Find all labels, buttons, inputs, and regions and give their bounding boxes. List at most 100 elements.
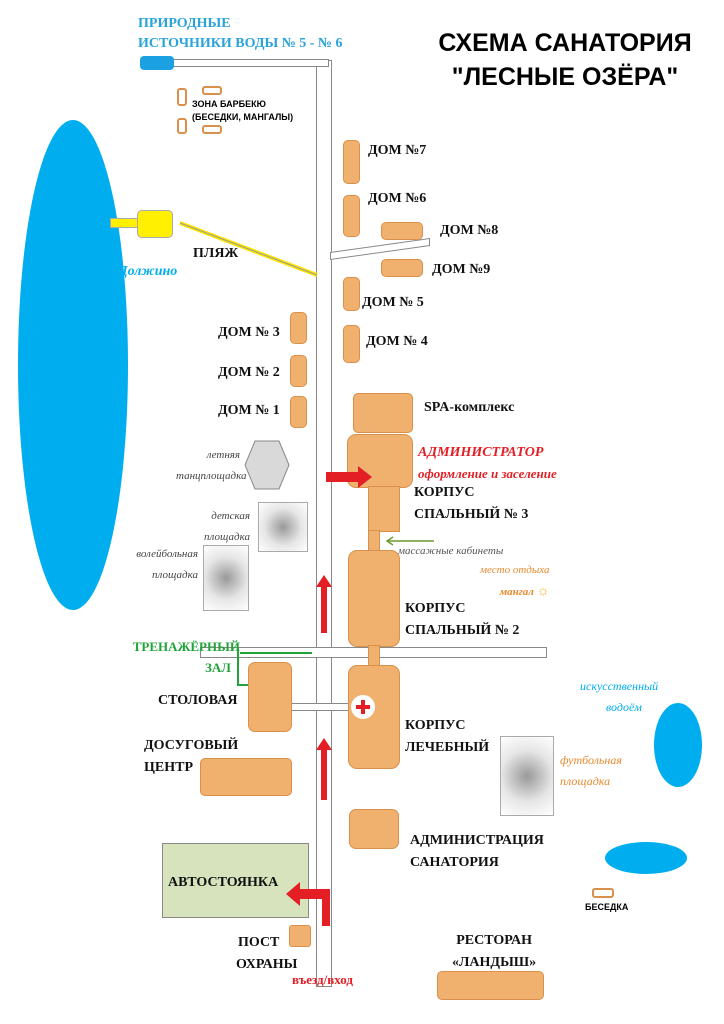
rest-bbq: мангал (499, 586, 534, 598)
lake-label: озеро Должино (82, 264, 177, 280)
water-sources-line1: ПРИРОДНЫЕ (138, 16, 231, 31)
main-road (316, 60, 332, 987)
massage-label: массажные кабинеты (398, 545, 504, 557)
house-6-label: ДОМ №6 (368, 191, 427, 206)
entrance-label[interactable]: въезд/вход (292, 972, 353, 987)
massage-arrow (385, 536, 434, 546)
water-sources-label: ПРИРОДНЫЕ ИСТОЧНИКИ ВОДЫ № 5 - № 6 (138, 14, 343, 54)
korpus-medical-line2: ЛЕЧЕБНЫЙ (405, 740, 490, 755)
medical-cross-icon (351, 695, 375, 719)
korpus-3 (368, 486, 400, 532)
volley-line1: волейбольная (136, 548, 198, 560)
bbq-gazebo (177, 88, 187, 106)
kids-label: детская площадка (190, 506, 250, 548)
bbq-grill (202, 86, 222, 95)
volleyball-court (203, 545, 249, 611)
leisure-line2: ЦЕНТР (144, 760, 194, 775)
bbq-line1: ЗОНА БАРБЕКЮ (192, 99, 266, 109)
houses-8-9-road (330, 237, 430, 261)
house-3 (290, 312, 307, 344)
title-line1: СХЕМА САНАТОРИЯ (438, 29, 692, 57)
rest-label: место отдыха мангал ☼ (480, 560, 550, 603)
entry-arrow-up (316, 738, 332, 800)
volley-line2: площадка (152, 569, 198, 581)
beach-label: ПЛЯЖ (193, 246, 239, 261)
pond-label: искусственный водоём (580, 676, 658, 718)
house-8-label: ДОМ №8 (440, 223, 499, 238)
water-source-marker (140, 56, 174, 70)
dance-floor (244, 440, 290, 490)
rest-line2: мангал ☼ (480, 581, 550, 603)
parking-label: АВТОСТОЯНКА (168, 875, 279, 890)
parking-lot (162, 843, 309, 918)
small-pond (605, 842, 687, 874)
lake-dolzhino (18, 120, 128, 610)
rest-line1: место отдыха (480, 564, 550, 576)
house-5 (343, 277, 360, 311)
map-title: СХЕМА САНАТОРИЯ "ЛЕСНЫЕ ОЗЁРА" (430, 26, 700, 94)
korpus-3-line2: СПАЛЬНЫЙ № 3 (414, 507, 529, 522)
pond-line2: водоём (606, 700, 642, 714)
restaurant (437, 971, 544, 1000)
house-8 (381, 222, 423, 240)
house-4 (343, 325, 360, 363)
house-4-label: ДОМ № 4 (366, 334, 428, 349)
canteen-road (290, 703, 352, 711)
beach-marker-main (137, 210, 173, 238)
water-sources-line2: ИСТОЧНИКИ ВОДЫ № 5 - № 6 (138, 36, 343, 51)
spa-label: SPA-комплекс (424, 400, 515, 415)
korpus-medical-line1: КОРПУС (405, 718, 466, 733)
volleyball-label: волейбольная площадка (120, 544, 198, 586)
administration-line2: САНАТОРИЯ (410, 855, 499, 870)
kids-line1: детская (211, 510, 250, 522)
kids-line2: площадка (204, 531, 250, 543)
house-7 (343, 140, 360, 184)
korpus-2-line1: КОРПУС (405, 601, 466, 616)
leisure-label: ДОСУГОВЫЙ ЦЕНТР (144, 735, 238, 779)
administration-line1: АДМИНИСТРАЦИЯ (410, 833, 544, 848)
dance-line1: летняя (206, 449, 240, 461)
leisure-center (200, 758, 292, 796)
house-2 (290, 355, 307, 387)
house-2-label: ДОМ № 2 (218, 365, 280, 380)
lake-prefix: озеро (82, 264, 115, 279)
gazebo (592, 888, 614, 898)
administration-label: АДМИНИСТРАЦИЯ САНАТОРИЯ (410, 830, 544, 874)
gym-line2: ЗАЛ (205, 660, 231, 675)
beach-arrow (179, 221, 318, 277)
house-9 (381, 259, 423, 277)
house-9-label: ДОМ №9 (432, 262, 491, 277)
title-line2: "ЛЕСНЫЕ ОЗЁРА" (451, 63, 679, 91)
kids-playground (258, 502, 308, 552)
bbq-gazebo (177, 118, 187, 134)
guard-line1: ПОСТ (238, 935, 280, 950)
pond-line1: искусственный (580, 679, 659, 693)
lake-name: Должино (118, 264, 178, 279)
restaurant-line1: РЕСТОРАН (456, 933, 532, 948)
korpus-2-line2: СПАЛЬНЫЙ № 2 (405, 623, 520, 638)
football-field (500, 736, 554, 816)
dance-floor-label: летняя танцплощадка (176, 445, 247, 487)
beach-marker (110, 218, 140, 228)
korpus-3-label: КОРПУС СПАЛЬНЫЙ № 3 (414, 482, 528, 526)
canteen (248, 662, 292, 732)
bbq-grill (202, 125, 222, 134)
football-line1: футбольная (560, 753, 622, 767)
bbq-label: ЗОНА БАРБЕКЮ (БЕСЕДКИ, МАНГАЛЫ) (192, 98, 293, 124)
house-1-label: ДОМ № 1 (218, 403, 280, 418)
korpus-3-line1: КОРПУС (414, 485, 475, 500)
restaurant-label: РЕСТОРАН«ЛАНДЫШ» (452, 930, 536, 974)
bbq-line2: (БЕСЕДКИ, МАНГАЛЫ) (192, 112, 294, 122)
gazebo-label: БЕСЕДКА (585, 902, 629, 912)
korpus-link (368, 645, 380, 667)
admin-arrow (326, 466, 372, 488)
dance-line2: танцплощадка (176, 470, 247, 482)
sun-icon: ☼ (536, 584, 550, 599)
korpus-2 (348, 550, 400, 647)
leisure-line1: ДОСУГОВЫЙ (144, 738, 239, 753)
guard-post (289, 925, 311, 947)
